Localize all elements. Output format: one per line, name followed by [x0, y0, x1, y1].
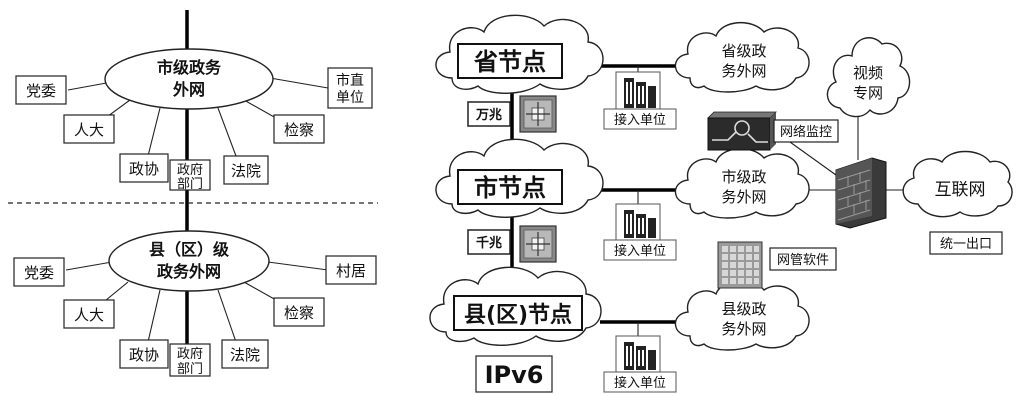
city-node: 市节点 — [435, 138, 604, 218]
city-network-title-2: 外网 — [172, 80, 205, 99]
router-icon — [519, 95, 557, 133]
province-access-unit-label: 接入单位 — [614, 112, 666, 128]
city-npc-label: 人大 — [74, 121, 104, 139]
county-gov-network-label-1: 县级政 — [721, 300, 766, 318]
internet-label: 互联网 — [935, 180, 986, 200]
nms: 网管软件 — [717, 241, 837, 289]
city-network-title-1: 市级政务 — [157, 58, 222, 77]
county-cppcc-box — [119, 339, 169, 369]
county-village-label: 村居 — [336, 262, 366, 280]
province-gov-network-label-2: 务外网 — [721, 62, 766, 80]
county-gov-label-1: 政府 — [177, 347, 203, 362]
city-gov-network-label-1: 市级政 — [721, 168, 766, 186]
city-party-label: 党委 — [26, 82, 56, 100]
ipv6-label: IPv6 — [485, 361, 544, 389]
county-access-unit: 接入单位 — [603, 335, 677, 393]
city-gov-label-2: 部门 — [177, 177, 203, 192]
video-network-cloud: 视频 专网 — [826, 37, 911, 118]
county-npc-label: 人大 — [74, 306, 104, 324]
city-access-unit-label: 接入单位 — [614, 243, 666, 259]
nms-software-icon — [717, 241, 763, 289]
video-network-label-1: 视频 — [853, 64, 883, 82]
link-1g: 千兆 — [467, 225, 557, 263]
county-gov-network-cloud: 县级政 务外网 — [674, 279, 810, 351]
monitor-device-icon — [707, 111, 777, 151]
county-level-network: 县（区）级 政务外网 党委 人大 政协 政府 部门 法院 检察 村居 — [13, 230, 377, 377]
county-procuratorate-box — [273, 297, 325, 327]
city-cppcc-box — [119, 153, 169, 183]
link-1g-label: 千兆 — [476, 235, 502, 251]
building-icon — [624, 78, 656, 108]
city-cppcc-label: 政协 — [129, 160, 159, 178]
county-party-box — [13, 257, 65, 287]
city-procuratorate-box — [273, 114, 325, 144]
county-npc-box — [63, 299, 115, 329]
city-direct-unit-box — [327, 67, 373, 109]
county-cppcc-label: 政协 — [129, 346, 159, 364]
building-icon — [624, 342, 656, 370]
city-court-box — [223, 155, 269, 185]
link-10g: 万兆 — [467, 95, 557, 133]
city-court-label: 法院 — [231, 162, 261, 180]
province-node-label: 省节点 — [473, 48, 546, 76]
city-access-unit: 接入单位 — [603, 203, 677, 261]
county-village-box — [325, 255, 377, 285]
unified-exit-box — [929, 231, 1003, 255]
link-10g-label: 万兆 — [475, 107, 502, 123]
video-network-label-2: 专网 — [853, 84, 883, 102]
firewall-icon — [835, 157, 887, 229]
county-node-label: 县(区)节点 — [464, 302, 572, 328]
monitor-label: 网络监控 — [780, 124, 832, 140]
city-gov-label-1: 政府 — [177, 163, 203, 178]
city-direct-unit-label-1: 市直 — [336, 72, 364, 89]
county-network-ellipse — [108, 230, 270, 292]
county-court-box — [221, 339, 269, 369]
province-gov-network-cloud: 省级政 务外网 — [674, 21, 810, 93]
city-node-label: 市节点 — [474, 174, 546, 202]
province-access-unit: 接入单位 — [603, 71, 677, 130]
city-direct-unit-label-2: 单位 — [336, 90, 364, 106]
county-party-label: 党委 — [24, 264, 54, 282]
nms-label: 网管软件 — [777, 253, 829, 268]
city-gov-box — [169, 159, 211, 191]
county-network-title-2: 政务外网 — [157, 262, 221, 281]
building-icon — [624, 210, 656, 238]
county-access-unit-label: 接入单位 — [614, 375, 666, 391]
city-level-network: 市级政务 外网 党委 人大 政协 政府 部门 法院 检察 市直 单位 — [15, 10, 373, 236]
county-node: 县(区)节点 — [429, 266, 602, 346]
city-procuratorate-label: 检察 — [284, 121, 314, 139]
nms-label-box — [769, 247, 837, 271]
ipv6-box — [475, 355, 553, 393]
county-gov-network-label-2: 务外网 — [721, 320, 766, 338]
internet-cloud: 互联网 — [902, 150, 1013, 218]
province-gov-network-label-1: 省级政 — [721, 42, 766, 60]
monitor-label-box — [773, 119, 839, 143]
county-procuratorate-label: 检察 — [284, 304, 314, 322]
city-gov-network-label-2: 务外网 — [721, 188, 766, 206]
network-monitor: 网络监控 — [707, 111, 839, 151]
city-npc-box — [63, 114, 115, 144]
county-court-label: 法院 — [230, 346, 260, 364]
router-icon — [519, 225, 557, 263]
province-node: 省节点 — [435, 14, 604, 94]
city-network-ellipse — [104, 48, 274, 110]
city-gov-network-cloud: 市级政 务外网 — [674, 147, 810, 219]
city-party-box — [15, 75, 67, 105]
county-gov-box — [169, 343, 211, 377]
county-gov-label-2: 部门 — [177, 362, 203, 377]
unified-exit-label: 统一出口 — [940, 237, 992, 252]
county-network-title-1: 县（区）级 — [149, 240, 230, 259]
